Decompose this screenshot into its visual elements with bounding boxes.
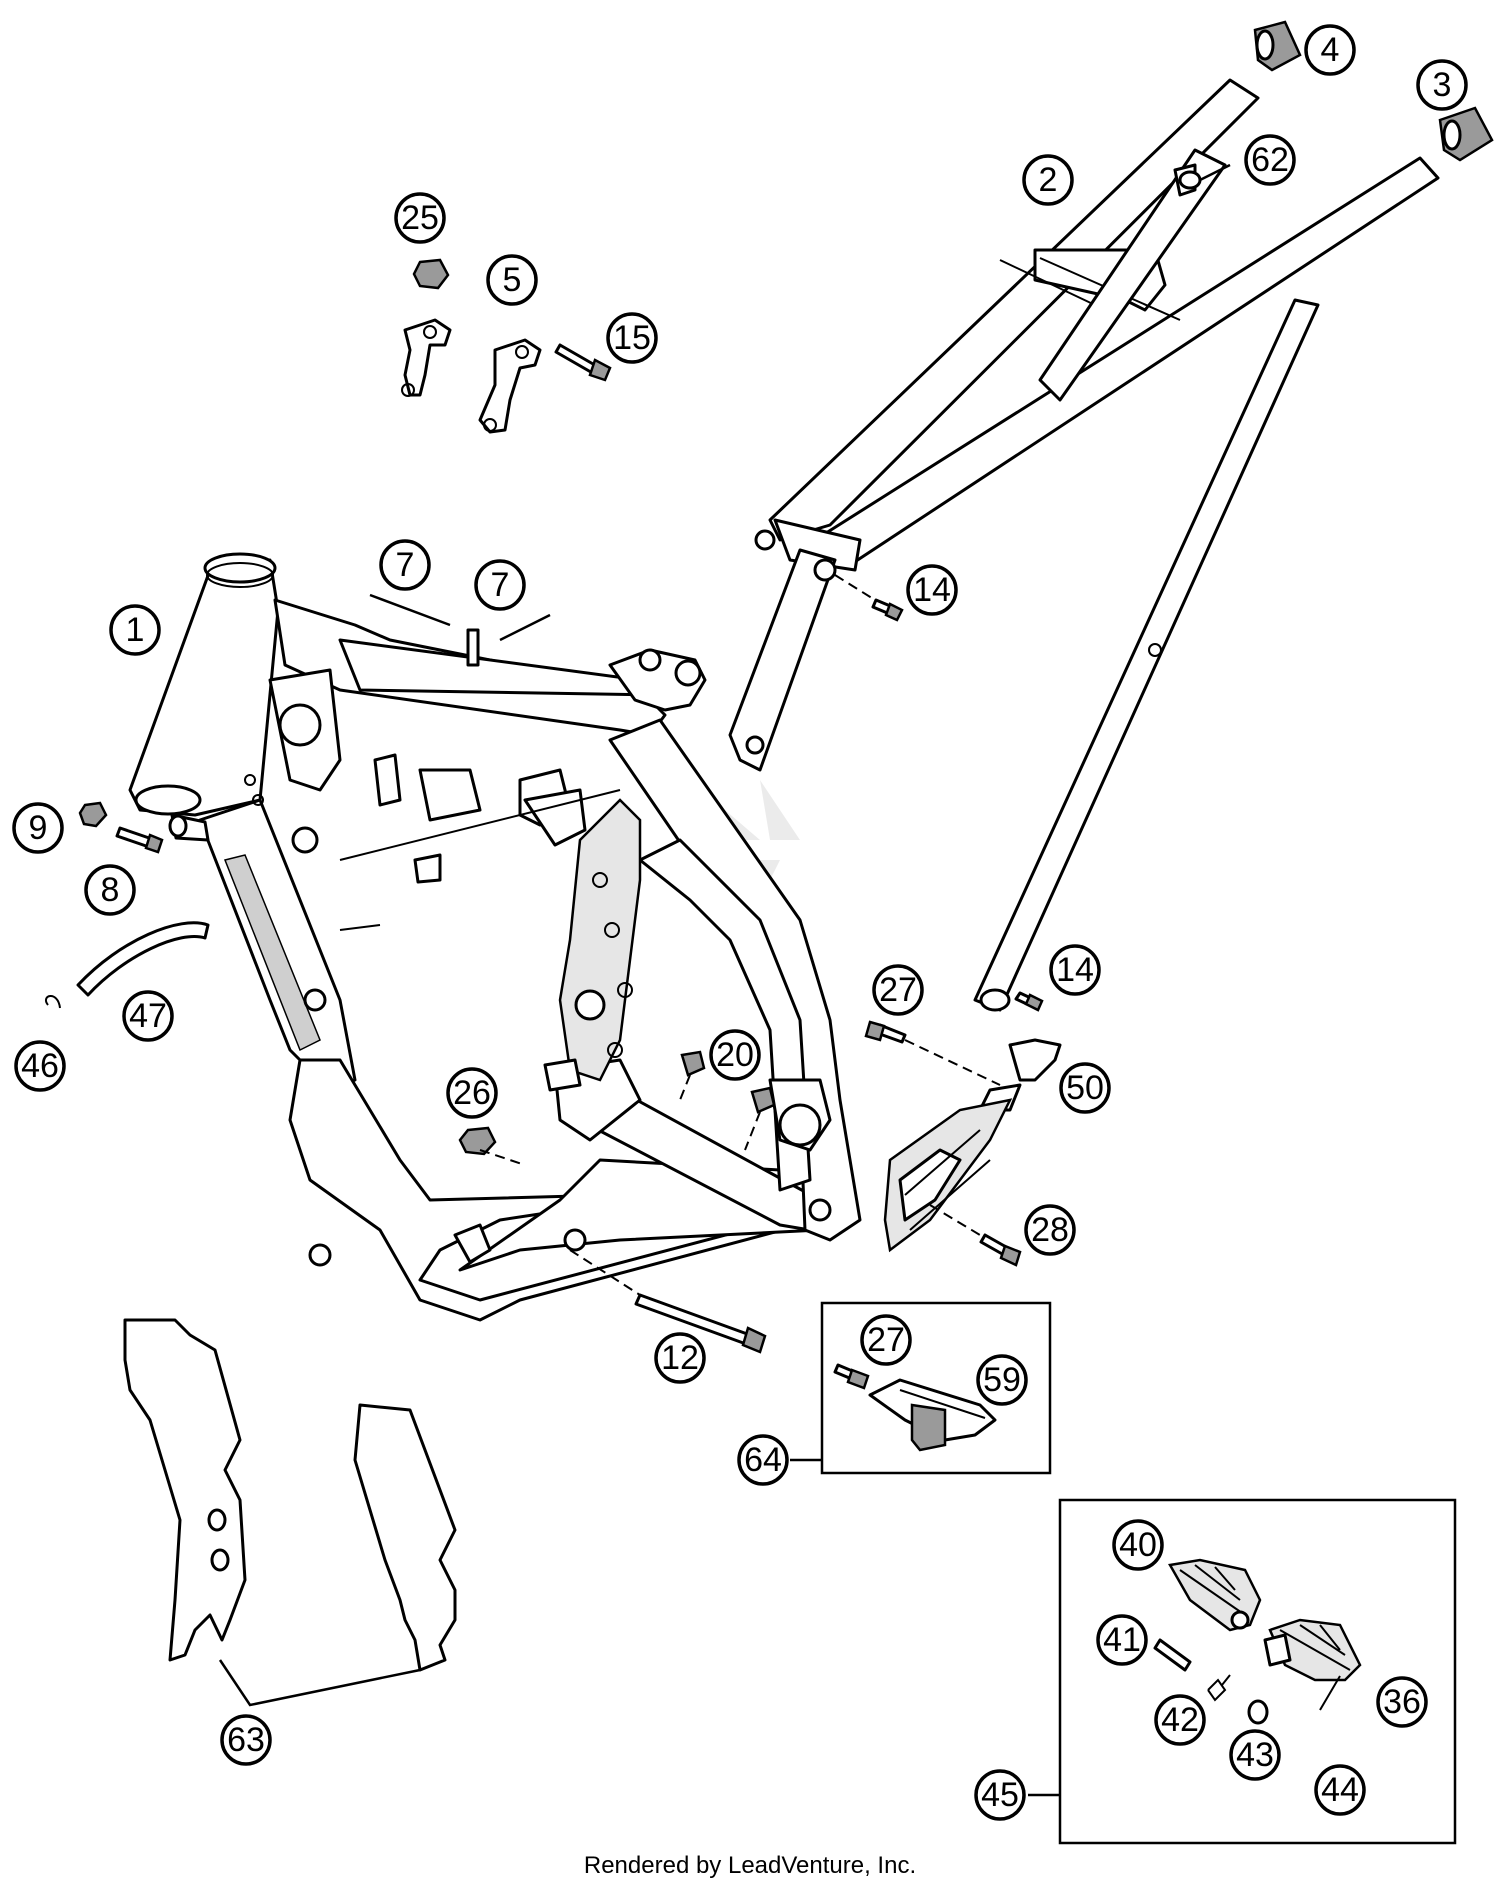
svg-text:46: 46 bbox=[21, 1047, 59, 1085]
svg-text:12: 12 bbox=[661, 1339, 699, 1377]
svg-text:14: 14 bbox=[913, 571, 951, 609]
callout-9[interactable]: 9 bbox=[12, 802, 64, 854]
svg-text:4: 4 bbox=[1321, 31, 1340, 69]
callout-7a[interactable]: 7 bbox=[379, 539, 431, 591]
callout-27a[interactable]: 27 bbox=[872, 964, 924, 1016]
svg-text:42: 42 bbox=[1161, 1701, 1199, 1739]
bolt-12 bbox=[569, 1249, 767, 1354]
rear-subframe bbox=[728, 78, 1440, 1012]
callout-14a[interactable]: 14 bbox=[906, 564, 958, 616]
callout-25[interactable]: 25 bbox=[394, 192, 446, 244]
callout-4[interactable]: 4 bbox=[1304, 24, 1356, 76]
svg-text:9: 9 bbox=[29, 809, 48, 847]
callout-36[interactable]: 36 bbox=[1376, 1676, 1428, 1728]
svg-text:8: 8 bbox=[101, 871, 120, 909]
callout-46[interactable]: 46 bbox=[14, 1040, 66, 1092]
callout-1[interactable]: 1 bbox=[109, 604, 161, 656]
end-plug-3 bbox=[1438, 106, 1494, 162]
svg-text:47: 47 bbox=[129, 997, 167, 1035]
svg-text:14: 14 bbox=[1056, 951, 1094, 989]
callout-15[interactable]: 15 bbox=[606, 312, 658, 364]
callout-50[interactable]: 50 bbox=[1059, 1062, 1111, 1114]
bolt-15 bbox=[554, 343, 612, 382]
svg-text:41: 41 bbox=[1103, 1621, 1141, 1659]
svg-text:27: 27 bbox=[867, 1321, 905, 1359]
bolt-27 bbox=[864, 1020, 1001, 1086]
callout-20[interactable]: 20 bbox=[709, 1029, 761, 1081]
callout-5[interactable]: 5 bbox=[486, 254, 538, 306]
svg-text:27: 27 bbox=[879, 971, 917, 1009]
main-frame bbox=[128, 552, 862, 1322]
callout-28[interactable]: 28 bbox=[1024, 1204, 1076, 1256]
callout-12[interactable]: 12 bbox=[654, 1332, 706, 1384]
svg-text:44: 44 bbox=[1321, 1771, 1359, 1809]
svg-text:7: 7 bbox=[491, 566, 510, 604]
svg-text:2: 2 bbox=[1039, 161, 1058, 199]
svg-text:7: 7 bbox=[396, 546, 415, 584]
svg-text:26: 26 bbox=[453, 1074, 491, 1112]
nut-26 bbox=[458, 1126, 526, 1166]
bolt-8 bbox=[115, 826, 164, 854]
render-credit: Rendered by LeadVenture, Inc. bbox=[583, 1852, 917, 1879]
callout-45[interactable]: 45 bbox=[974, 1769, 1026, 1821]
svg-text:40: 40 bbox=[1119, 1526, 1157, 1564]
callout-43[interactable]: 43 bbox=[1229, 1729, 1281, 1781]
svg-text:64: 64 bbox=[744, 1441, 782, 1479]
pin-7 bbox=[369, 593, 551, 667]
chain-guide-50 bbox=[883, 1038, 1062, 1253]
callout-2[interactable]: 2 bbox=[1022, 154, 1074, 206]
callout-42[interactable]: 42 bbox=[1154, 1694, 1206, 1746]
callout-47[interactable]: 47 bbox=[122, 990, 174, 1042]
svg-text:3: 3 bbox=[1433, 66, 1452, 104]
callout-14b[interactable]: 14 bbox=[1049, 944, 1101, 996]
callout-3[interactable]: 3 bbox=[1416, 59, 1468, 111]
callout-59[interactable]: 59 bbox=[976, 1354, 1028, 1406]
callout-62[interactable]: 62 bbox=[1244, 134, 1296, 186]
svg-text:36: 36 bbox=[1383, 1683, 1421, 1721]
nut-9 bbox=[78, 801, 108, 828]
svg-text:62: 62 bbox=[1251, 141, 1289, 179]
svg-text:45: 45 bbox=[981, 1776, 1019, 1814]
end-plug-4 bbox=[1253, 20, 1302, 72]
bolt-fitting-frame bbox=[168, 813, 210, 842]
frame-protector-63 bbox=[123, 1318, 457, 1707]
bracket-5 bbox=[401, 318, 542, 434]
svg-text:1: 1 bbox=[126, 611, 145, 649]
svg-text:28: 28 bbox=[1031, 1211, 1069, 1249]
bolt-28 bbox=[929, 1204, 1022, 1267]
callout-27b[interactable]: 27 bbox=[860, 1314, 912, 1366]
chain-guide-kit-box bbox=[790, 1301, 1052, 1475]
svg-text:25: 25 bbox=[401, 199, 439, 237]
svg-text:5: 5 bbox=[503, 261, 522, 299]
nut-20 bbox=[679, 1050, 776, 1151]
bolt-14-upper bbox=[834, 574, 904, 622]
nut-25 bbox=[412, 258, 450, 290]
callout-26[interactable]: 26 bbox=[446, 1067, 498, 1119]
svg-text:59: 59 bbox=[983, 1361, 1021, 1399]
footrest-kit-box bbox=[1028, 1498, 1457, 1845]
svg-text:63: 63 bbox=[227, 1721, 265, 1759]
callout-63[interactable]: 63 bbox=[220, 1714, 272, 1766]
callout-44[interactable]: 44 bbox=[1314, 1764, 1366, 1816]
bolt-14-lower bbox=[1014, 991, 1044, 1012]
nut-62 bbox=[1178, 163, 1231, 190]
vent-hose-47 bbox=[76, 921, 210, 997]
callout-41[interactable]: 41 bbox=[1096, 1614, 1148, 1666]
callout-7b[interactable]: 7 bbox=[474, 559, 526, 611]
callout-8[interactable]: 8 bbox=[84, 864, 136, 916]
callout-64[interactable]: 64 bbox=[737, 1434, 789, 1486]
svg-text:50: 50 bbox=[1066, 1069, 1104, 1107]
clip-46 bbox=[45, 995, 61, 1009]
callout-40[interactable]: 40 bbox=[1112, 1519, 1164, 1571]
svg-text:43: 43 bbox=[1236, 1736, 1274, 1774]
svg-text:15: 15 bbox=[613, 319, 651, 357]
svg-text:20: 20 bbox=[716, 1036, 754, 1074]
